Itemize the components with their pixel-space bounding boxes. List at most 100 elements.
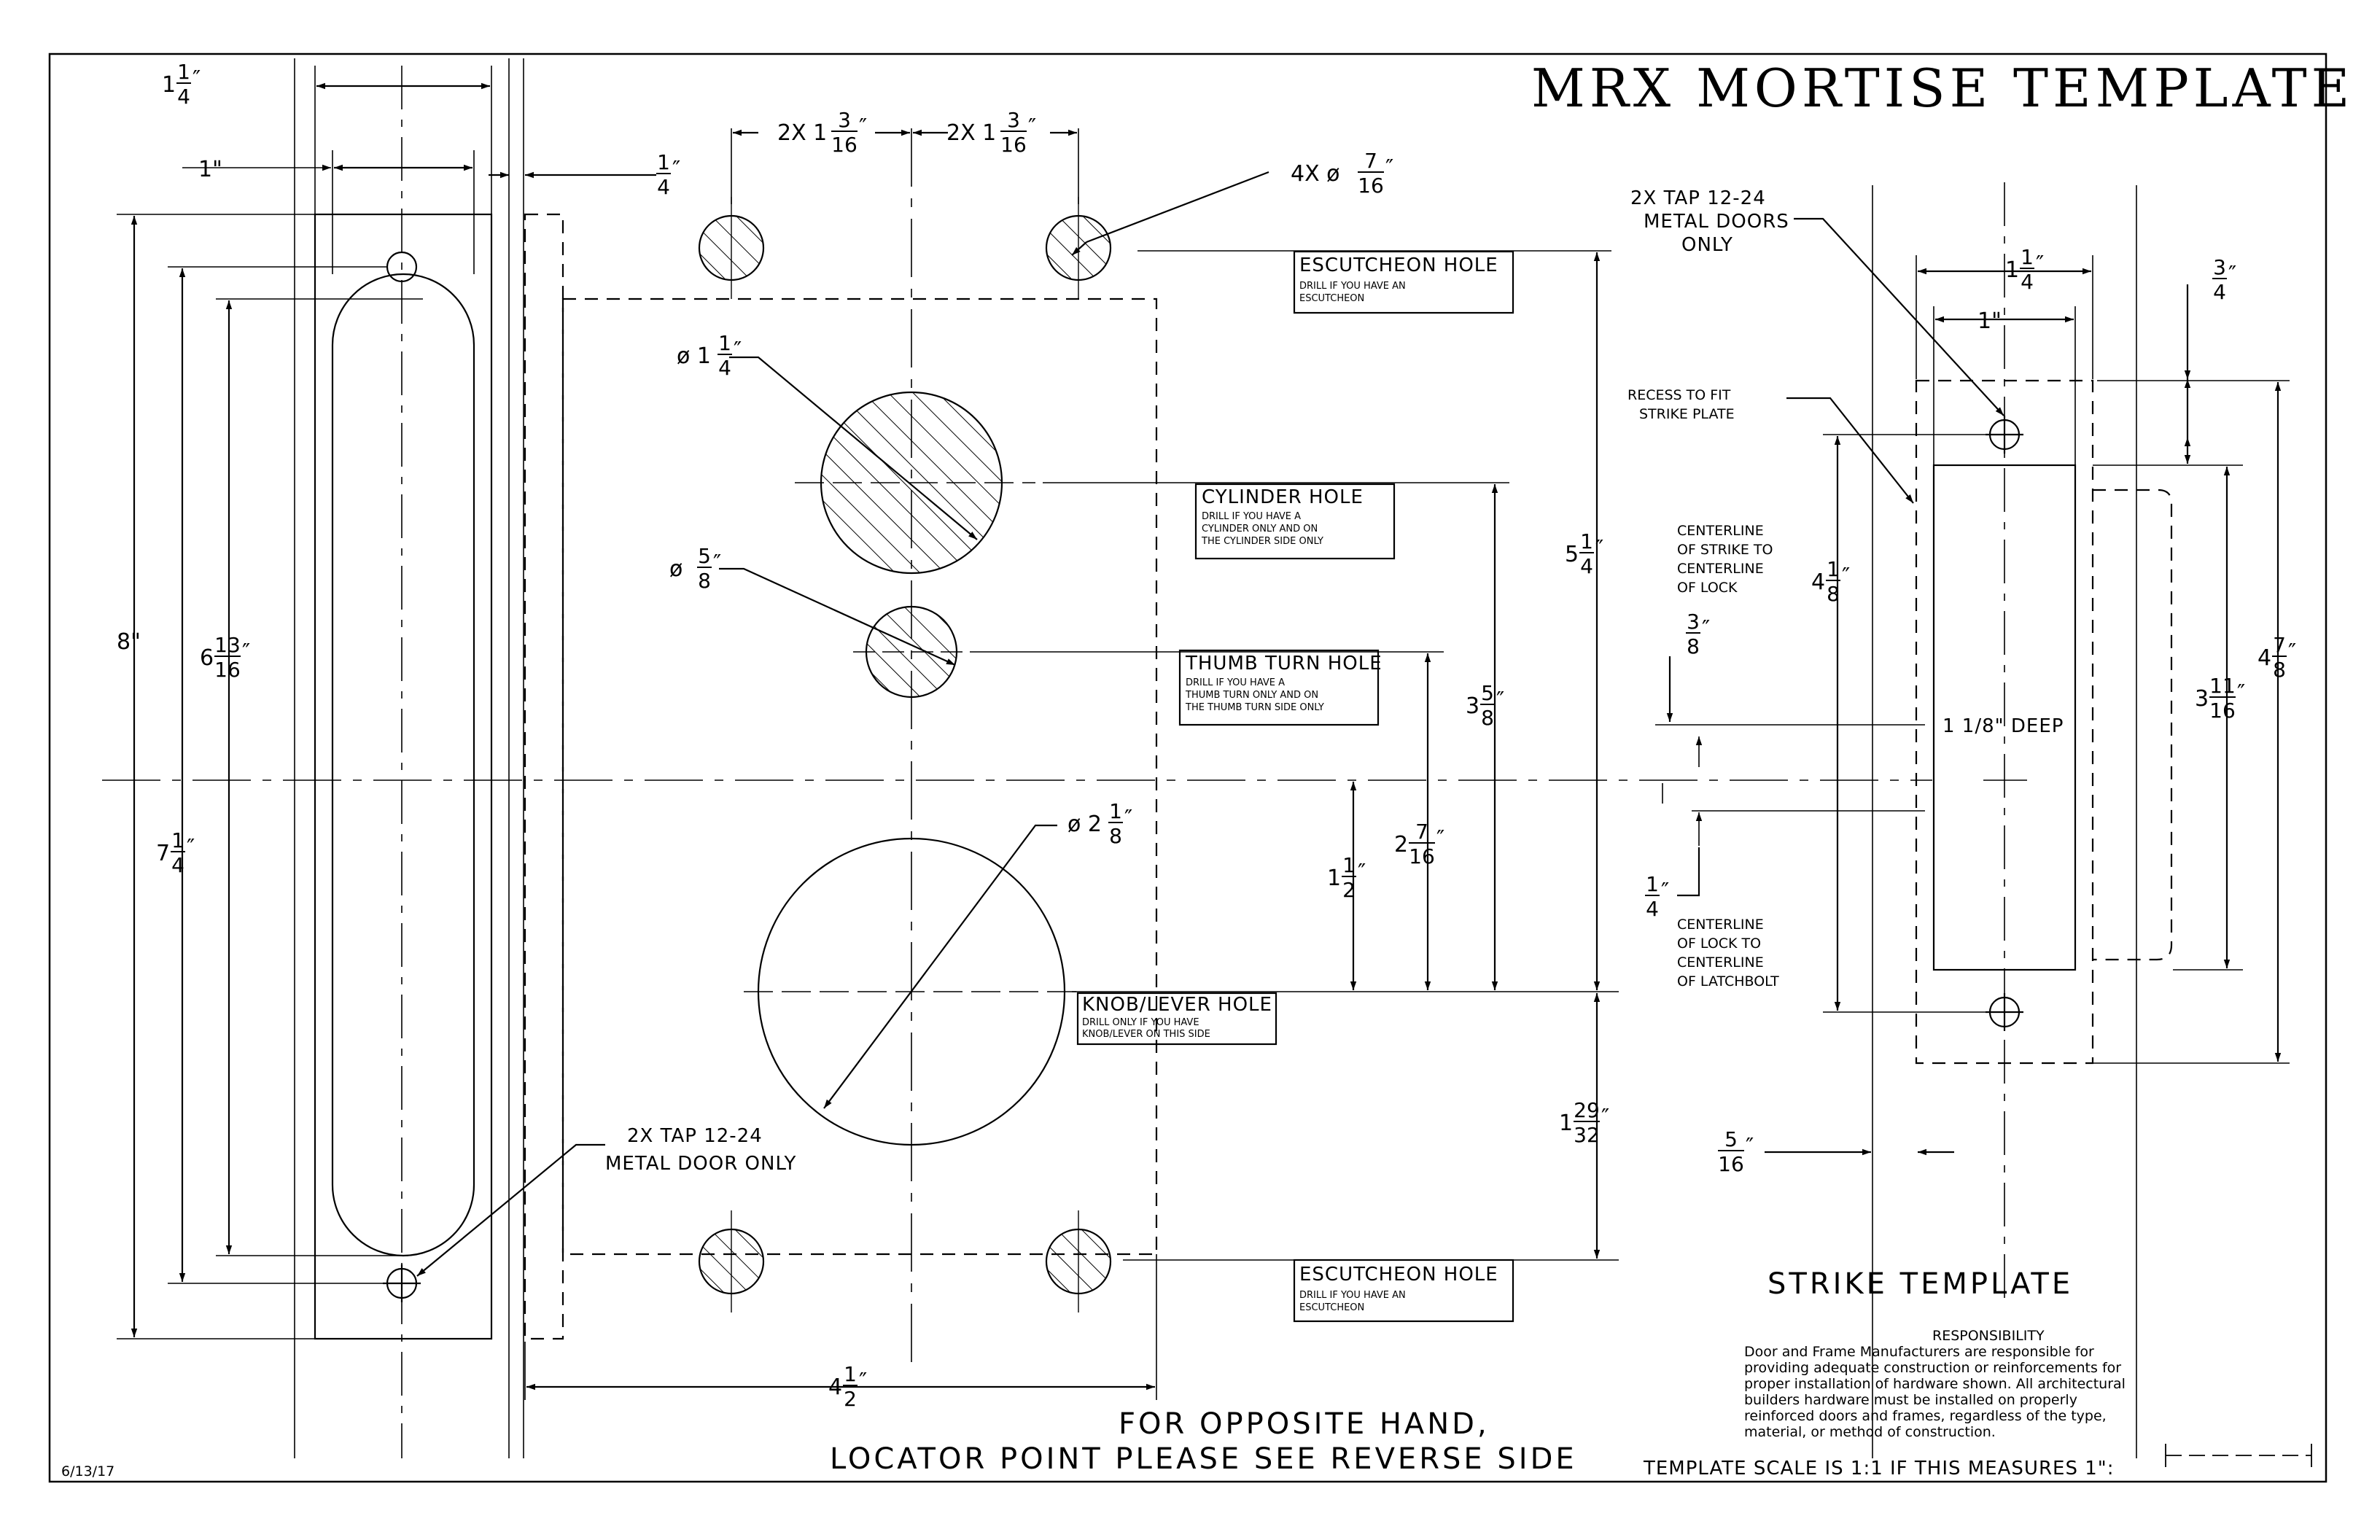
strike-title: STRIKE TEMPLATE (1768, 1267, 2073, 1301)
dim-label-h1-1-2: 112″ (1327, 853, 1366, 902)
svg-text:″: ″ (1358, 860, 1366, 885)
date-stamp: 6/13/17 (61, 1463, 114, 1479)
dim-s-1: 1" (1978, 308, 2002, 334)
knob-title: KNOB/LEVER HOLE (1082, 994, 1272, 1016)
svg-text:″: ″ (1436, 826, 1444, 852)
svg-text:16: 16 (1000, 133, 1027, 157)
tap-metal-door-note: METAL DOOR ONLY (605, 1153, 796, 1175)
svg-text:″: ″ (1702, 616, 1710, 642)
cl-latch-note: CENTERLINE (1677, 917, 1764, 933)
knob-line: DRILL ONLY IF YOU HAVE (1082, 1017, 1199, 1028)
svg-text:1: 1 (2005, 257, 2019, 283)
dim-label-h5-1-4: 514″ (1565, 529, 1603, 578)
svg-text:1: 1 (1342, 853, 1356, 877)
svg-text:4: 4 (177, 85, 190, 109)
dim-top-1: 1" (198, 157, 222, 182)
svg-text:″: ″ (187, 835, 195, 860)
dim-label-cyl-dia: ø 114″ (677, 331, 742, 380)
scale-bar (2165, 1444, 2312, 1467)
svg-text:ø 2: ø 2 (1068, 812, 1102, 837)
svg-text:″: ″ (672, 157, 680, 182)
dim-label-s4-7-8: 478″ (2258, 633, 2296, 682)
svg-text:″: ″ (1746, 1134, 1754, 1159)
escutcheon-holes (698, 197, 1112, 1312)
svg-text:16: 16 (831, 133, 858, 157)
escutcheon-top-line: ESCUTCHEON (1299, 293, 1364, 304)
svg-text:″: ″ (2228, 262, 2236, 287)
opposite-hand-note: FOR OPPOSITE HAND, (1119, 1407, 1490, 1441)
responsibility-line: proper installation of hardware shown. A… (1744, 1376, 2126, 1392)
svg-text:5: 5 (698, 544, 711, 568)
responsibility-line: reinforced doors and frames, regardless … (1744, 1408, 2107, 1424)
svg-text:4: 4 (171, 853, 184, 877)
svg-text:11: 11 (2209, 674, 2236, 698)
tap-metal-doors-note: 2X TAP 12-24 (1630, 187, 1766, 209)
tap-metal-doors-note: METAL DOORS (1644, 211, 1789, 233)
svg-text:3: 3 (1687, 610, 1700, 634)
knob-box (1076, 992, 1278, 1046)
tap-metal-door-note: 2X TAP 12-24 (627, 1125, 763, 1147)
svg-text:4: 4 (2258, 645, 2271, 671)
dim-label-s5-16: 516″ (1718, 1127, 1754, 1176)
cl-latch-note: CENTERLINE (1677, 954, 1764, 971)
recess-note: STRIKE PLATE (1639, 406, 1735, 422)
svg-text:1: 1 (2021, 245, 2034, 269)
svg-text:2X 1: 2X 1 (946, 120, 996, 146)
svg-text:″: ″ (1661, 879, 1669, 904)
svg-text:2: 2 (844, 1387, 857, 1411)
svg-text:″: ″ (1124, 806, 1132, 831)
svg-text:5: 5 (1565, 542, 1579, 567)
dim-label-w4-1-2: 412″ (828, 1362, 867, 1411)
svg-text:4X ø: 4X ø (1291, 161, 1340, 187)
svg-text:″: ″ (1028, 114, 1036, 140)
escutcheon-top-title: ESCUTCHEON HOLE (1299, 254, 1498, 276)
svg-text:4: 4 (1580, 554, 1593, 578)
strike-recess (1932, 464, 2077, 971)
svg-text:2: 2 (1394, 832, 1408, 858)
cylinder-line: CYLINDER ONLY AND ON (1202, 524, 1318, 534)
svg-text:13: 13 (214, 633, 241, 657)
svg-text:1: 1 (162, 72, 176, 98)
dim-8: 8" (117, 629, 141, 655)
svg-text:7: 7 (2273, 633, 2286, 657)
svg-text:6: 6 (200, 645, 214, 671)
svg-text:32: 32 (1574, 1123, 1600, 1147)
svg-text:4: 4 (2021, 270, 2034, 294)
svg-text:1: 1 (1109, 799, 1122, 823)
svg-text:7: 7 (156, 841, 170, 866)
cylinder-title: CYLINDER HOLE (1202, 486, 1364, 508)
dim-label-s1-4: 14″ (1645, 872, 1669, 921)
cl-strike-note: CENTERLINE (1677, 561, 1764, 577)
responsibility-line: Door and Frame Manufacturers are respons… (1744, 1344, 2094, 1360)
svg-text:1: 1 (177, 60, 190, 84)
svg-text:ø: ø (669, 556, 682, 582)
cylinder-box (1194, 483, 1396, 560)
svg-text:5: 5 (1481, 681, 1494, 705)
escutcheon-top-box (1293, 250, 1514, 314)
dim-label-s3-8: 38″ (1686, 610, 1710, 658)
thumbturn-line: DRILL IF YOU HAVE A (1186, 677, 1285, 688)
responsibility-line: builders hardware must be installed on p… (1744, 1392, 2077, 1408)
svg-text:8: 8 (1481, 706, 1494, 730)
responsibility-line: providing adequate construction or reinf… (1744, 1360, 2121, 1376)
svg-text:″: ″ (2237, 680, 2245, 706)
escutcheon-bottom-line: DRILL IF YOU HAVE AN (1299, 1290, 1406, 1301)
svg-text:1: 1 (844, 1362, 857, 1386)
svg-text:4: 4 (828, 1374, 842, 1400)
thumbturn-title: THUMB TURN HOLE (1185, 653, 1382, 674)
cylinder-line: DRILL IF YOU HAVE A (1202, 511, 1301, 522)
svg-text:8: 8 (698, 569, 711, 593)
svg-text:4: 4 (718, 356, 731, 380)
tap-metal-doors-note: ONLY (1681, 234, 1733, 256)
svg-text:″: ″ (2036, 252, 2044, 277)
thumbturn-box (1178, 649, 1380, 726)
svg-text:5: 5 (1724, 1127, 1738, 1151)
svg-text:4: 4 (1811, 569, 1825, 595)
svg-text:1: 1 (1827, 557, 1840, 581)
svg-text:8: 8 (1109, 824, 1122, 848)
